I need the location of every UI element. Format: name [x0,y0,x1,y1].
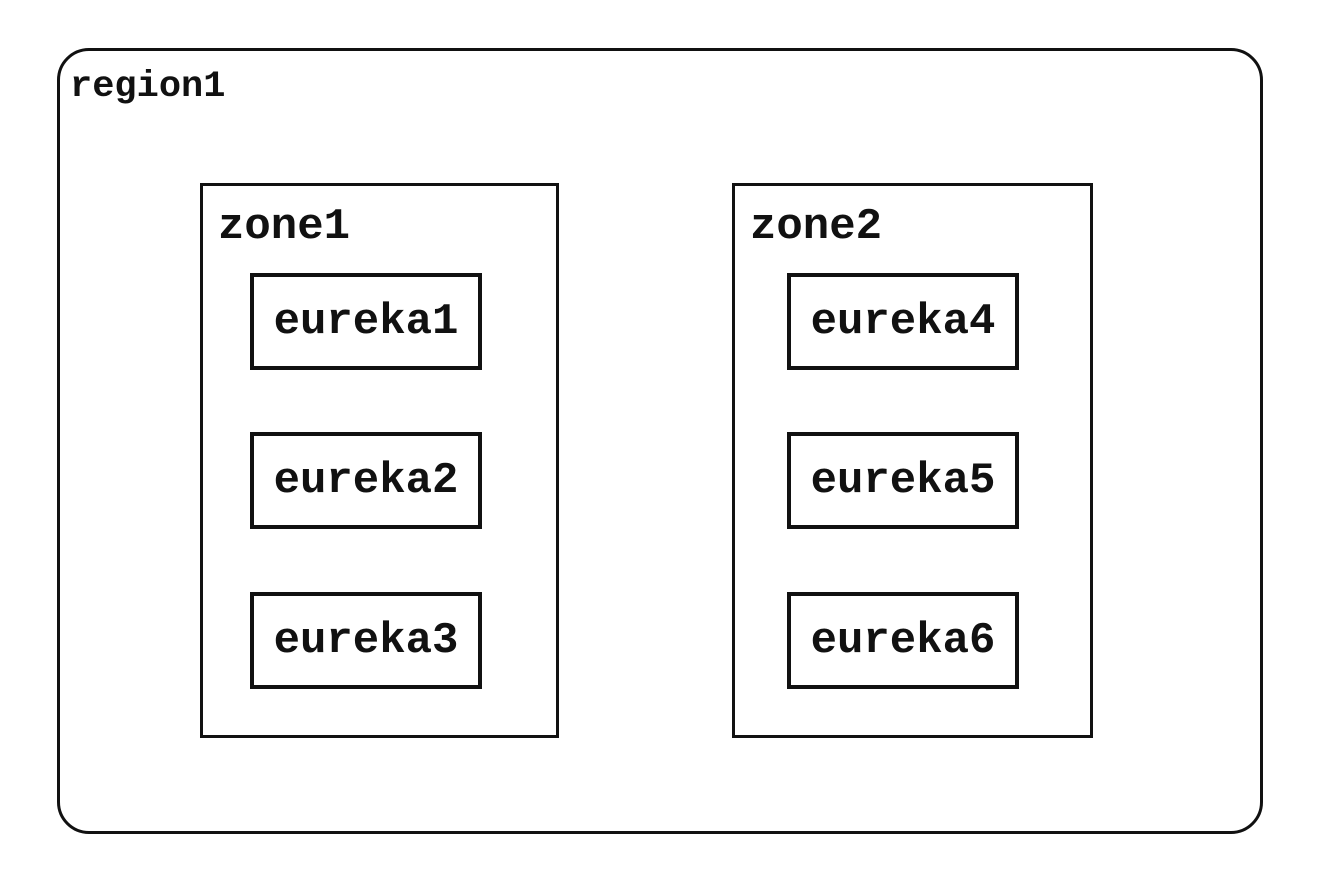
zone-box-2: zone2 eureka4 eureka5 eureka6 [732,183,1093,738]
zone-2-label: zone2 [750,202,883,252]
eureka-node-3: eureka3 [250,592,482,689]
eureka-node-6: eureka6 [787,592,1019,689]
eureka-node-1: eureka1 [250,273,482,370]
zone-box-1: zone1 eureka1 eureka2 eureka3 [200,183,559,738]
region-box: region1 zone1 eureka1 eureka2 eureka3 zo… [57,48,1263,834]
eureka-node-4: eureka4 [787,273,1019,370]
zone-1-label: zone1 [218,202,351,252]
region-label: region1 [70,66,226,108]
eureka-node-5: eureka5 [787,432,1019,529]
eureka-node-2: eureka2 [250,432,482,529]
